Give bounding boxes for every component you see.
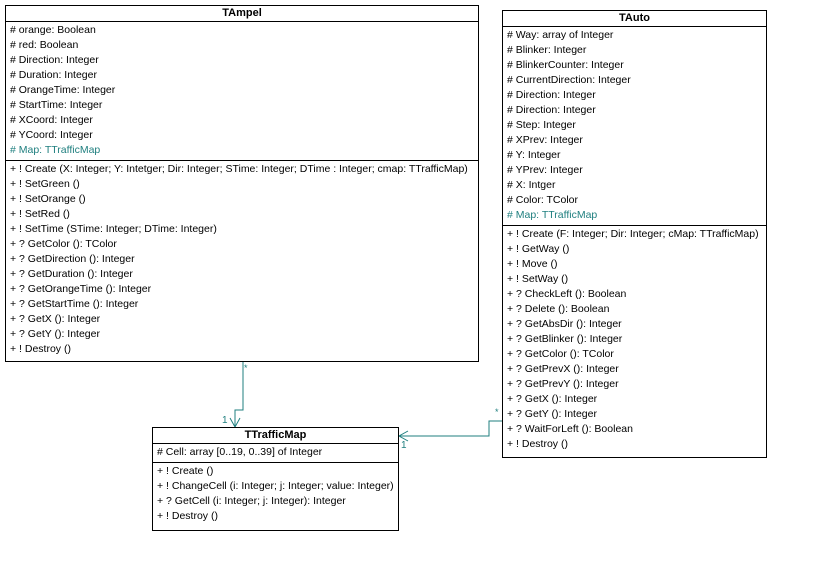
attribute: # Way: array of Integer bbox=[507, 29, 614, 41]
attribute: # Cell: array [0..19, 0..39] of Integer bbox=[157, 446, 323, 458]
association-line-ampel-map bbox=[234, 362, 244, 427]
multiplicity-ampel-source: * bbox=[244, 363, 248, 373]
attribute: # Direction: Integer bbox=[10, 54, 99, 66]
method: + ? GetDuration (): Integer bbox=[10, 268, 133, 280]
method: + ? GetY (): Integer bbox=[10, 328, 100, 340]
method: + ! ChangeCell (i: Integer; j: Integer; … bbox=[157, 480, 394, 492]
method: + ! SetTime (STime: Integer; DTime: Inte… bbox=[10, 223, 217, 235]
method: + ! Destroy () bbox=[507, 438, 568, 450]
method: + ? GetY (): Integer bbox=[507, 408, 597, 420]
class-name-tampel: TAmpel bbox=[6, 6, 478, 22]
method: + ! SetRed () bbox=[10, 208, 70, 220]
arrowhead-auto-map bbox=[397, 430, 409, 442]
method: + ? GetOrangeTime (): Integer bbox=[10, 283, 152, 295]
method: + ! Create () bbox=[157, 465, 214, 477]
method: + ! Destroy () bbox=[10, 343, 71, 355]
method: + ! GetWay () bbox=[507, 243, 570, 255]
method: + ? GetAbsDir (): Integer bbox=[507, 318, 622, 330]
attributes-tampel: # orange: Boolean # red: Boolean # Direc… bbox=[6, 22, 478, 161]
attribute: # Direction: Integer bbox=[507, 104, 596, 116]
method: + ? GetDirection (): Integer bbox=[10, 253, 135, 265]
method: + ! SetOrange () bbox=[10, 193, 86, 205]
method: + ? CheckLeft (): Boolean bbox=[507, 288, 627, 300]
method: + ? GetBlinker (): Integer bbox=[507, 333, 623, 345]
attribute: # BlinkerCounter: Integer bbox=[507, 59, 624, 71]
attribute: # OrangeTime: Integer bbox=[10, 84, 116, 96]
attributes-ttrafficmap: # Cell: array [0..19, 0..39] of Integer bbox=[153, 444, 398, 463]
class-box-tauto[interactable]: TAuto # Way: array of Integer # Blinker:… bbox=[502, 10, 767, 458]
class-name-tauto: TAuto bbox=[503, 11, 766, 27]
method: + ! Move () bbox=[507, 258, 558, 270]
attribute: # Direction: Integer bbox=[507, 89, 596, 101]
attribute: # XPrev: Integer bbox=[507, 134, 583, 146]
attribute: # CurrentDirection: Integer bbox=[507, 74, 631, 86]
methods-ttrafficmap: + ! Create () + ! ChangeCell (i: Integer… bbox=[153, 463, 398, 526]
method: + ? GetPrevY (): Integer bbox=[507, 378, 619, 390]
class-box-ttrafficmap[interactable]: TTrafficMap # Cell: array [0..19, 0..39]… bbox=[152, 427, 399, 531]
method: + ? GetX (): Integer bbox=[10, 313, 101, 325]
class-box-tampel[interactable]: TAmpel # orange: Boolean # red: Boolean … bbox=[5, 5, 479, 362]
method: + ? GetColor (): TColor bbox=[10, 238, 117, 250]
attribute: # red: Boolean bbox=[10, 39, 79, 51]
attribute: # Blinker: Integer bbox=[507, 44, 587, 56]
method: + ? GetStartTime (): Integer bbox=[10, 298, 139, 310]
multiplicity-auto-source: * bbox=[495, 407, 499, 417]
method: + ? GetCell (i: Integer; j: Integer): In… bbox=[157, 495, 346, 507]
attribute: # StartTime: Integer bbox=[10, 99, 103, 111]
attribute: # Color: TColor bbox=[507, 194, 578, 206]
attributes-tauto: # Way: array of Integer # Blinker: Integ… bbox=[503, 27, 766, 226]
attribute: # YPrev: Integer bbox=[507, 164, 583, 176]
method: + ! Create (X: Integer; Y: Intetger; Dir… bbox=[10, 163, 468, 175]
multiplicity-ampel-target: 1 bbox=[222, 415, 228, 426]
method: + ! SetGreen () bbox=[10, 178, 80, 190]
method: + ? GetX (): Integer bbox=[507, 393, 598, 405]
attribute: # Y: Integer bbox=[507, 149, 561, 161]
method: + ? GetPrevX (): Integer bbox=[507, 363, 619, 375]
association-line-auto-map bbox=[399, 420, 502, 437]
methods-tampel: + ! Create (X: Integer; Y: Intetger; Dir… bbox=[6, 161, 478, 359]
attribute: # Step: Integer bbox=[507, 119, 576, 131]
method: + ! Destroy () bbox=[157, 510, 218, 522]
attribute: # XCoord: Integer bbox=[10, 114, 93, 126]
association-attribute: # Map: TTrafficMap bbox=[10, 144, 101, 156]
attribute: # orange: Boolean bbox=[10, 24, 96, 36]
multiplicity-auto-target: 1 bbox=[401, 440, 407, 451]
method: + ? Delete (): Boolean bbox=[507, 303, 610, 315]
method: + ? GetColor (): TColor bbox=[507, 348, 614, 360]
method: + ! SetWay () bbox=[507, 273, 569, 285]
attribute: # YCoord: Integer bbox=[10, 129, 93, 141]
attribute: # Duration: Integer bbox=[10, 69, 97, 81]
attribute: # X: Intger bbox=[507, 179, 556, 191]
class-name-ttrafficmap: TTrafficMap bbox=[153, 428, 398, 444]
association-attribute: # Map: TTrafficMap bbox=[507, 209, 598, 221]
method: + ? WaitForLeft (): Boolean bbox=[507, 423, 633, 435]
method: + ! Create (F: Integer; Dir: Integer; cM… bbox=[507, 228, 759, 240]
methods-tauto: + ! Create (F: Integer; Dir: Integer; cM… bbox=[503, 226, 766, 454]
